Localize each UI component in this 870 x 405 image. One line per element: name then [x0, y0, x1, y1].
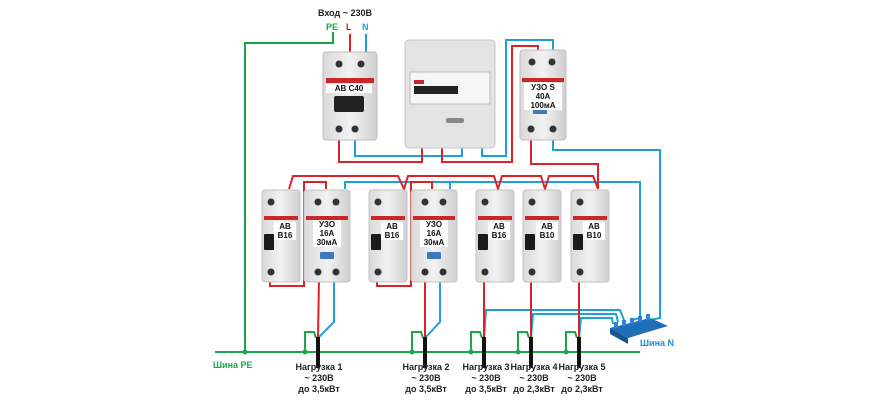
pe-input-label: PE [326, 22, 339, 32]
electricity-meter [404, 39, 496, 149]
breaker-lever [525, 234, 535, 250]
rcd-test-button [320, 252, 334, 259]
n-rcd-to-bus [552, 132, 661, 323]
l-meter-to-rcd [441, 45, 539, 163]
l-distribution [288, 175, 599, 193]
n-distribution [344, 181, 641, 321]
main-breaker [322, 51, 378, 141]
pe-load3 [470, 331, 483, 352]
n-meter-to-rcd [481, 39, 554, 157]
n-bus-label: Шина N [640, 338, 675, 348]
main-breaker-label: АВ С40 [326, 84, 372, 93]
breaker-lever [264, 234, 274, 250]
breaker-lever [573, 234, 583, 250]
n-input-label: N [362, 22, 369, 32]
ground-wires [215, 32, 640, 353]
l-rcd1-out [317, 277, 320, 339]
pe-junctions [242, 349, 569, 355]
pe-input-wire [244, 32, 334, 352]
main-rcd-label: УЗО S 40А 100мА [524, 83, 562, 110]
l-main-to-meter [338, 132, 423, 163]
load-cables [316, 337, 581, 368]
n-load5 [578, 317, 614, 339]
l-rcd-out [530, 132, 599, 189]
pe-bus-label: Шина PE [213, 360, 253, 370]
n-busbar [610, 314, 668, 344]
pe-load2 [411, 331, 424, 352]
l-input-label: L [346, 22, 352, 32]
breaker-lever [478, 234, 488, 250]
n-rcd2-out [424, 278, 441, 339]
pe-load4 [517, 331, 530, 352]
rcd-test-button [427, 252, 441, 259]
breaker-lever [371, 234, 381, 250]
input-title: Вход ~ 230В [318, 8, 373, 18]
pe-load5 [565, 331, 578, 352]
pe-load1 [304, 331, 317, 352]
n-main-to-meter [354, 132, 463, 157]
n-rcd1-out [317, 278, 335, 339]
